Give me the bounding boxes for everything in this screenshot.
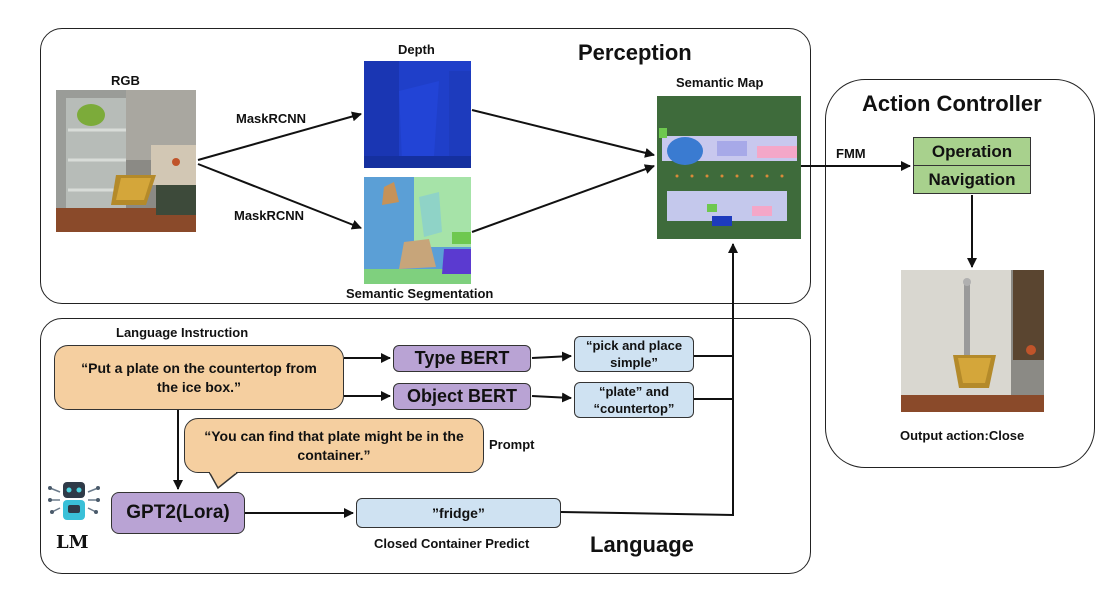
type-bert-box: Type BERT [393, 345, 531, 372]
gpt2-lora-box: GPT2(Lora) [111, 492, 245, 534]
language-title: Language [590, 532, 694, 557]
operation-box: Operation [913, 137, 1031, 166]
action-controller-title: Action Controller [862, 91, 1042, 116]
lm-label: LM [56, 532, 89, 553]
fridge-output-box: ”fridge” [356, 498, 561, 528]
fmm-label: FMM [836, 146, 866, 161]
object-output-box: “plate” and “countertop” [574, 382, 694, 418]
maskrcnn-bottom-label: MaskRCNN [234, 208, 305, 223]
output-action-image [901, 270, 1044, 412]
semantic-segmentation-image [364, 177, 471, 284]
closed-container-label: Closed Container Predict [374, 536, 530, 551]
robot-icon [46, 478, 102, 524]
rgb-image [56, 90, 196, 232]
semantic-map-image [657, 96, 801, 239]
object-bert-box: Object BERT [393, 383, 531, 410]
semantic-map-label: Semantic Map [676, 75, 764, 90]
type-output-box: “pick and place simple” [574, 336, 694, 372]
prompt-label: Prompt [489, 437, 535, 452]
semantic-segmentation-label: Semantic Segmentation [346, 286, 494, 301]
navigation-box: Navigation [913, 165, 1031, 194]
depth-label: Depth [398, 42, 435, 57]
depth-image [364, 61, 471, 168]
instruction-box: “Put a plate on the countertop from the … [54, 345, 344, 410]
maskrcnn-top-label: MaskRCNN [236, 111, 307, 126]
rgb-label: RGB [111, 73, 140, 88]
perception-title: Perception [578, 40, 692, 65]
output-action-label: Output action:Close [900, 428, 1025, 443]
language-instruction-label: Language Instruction [116, 325, 249, 340]
prompt-bubble: “You can find that plate might be in the… [184, 418, 484, 473]
